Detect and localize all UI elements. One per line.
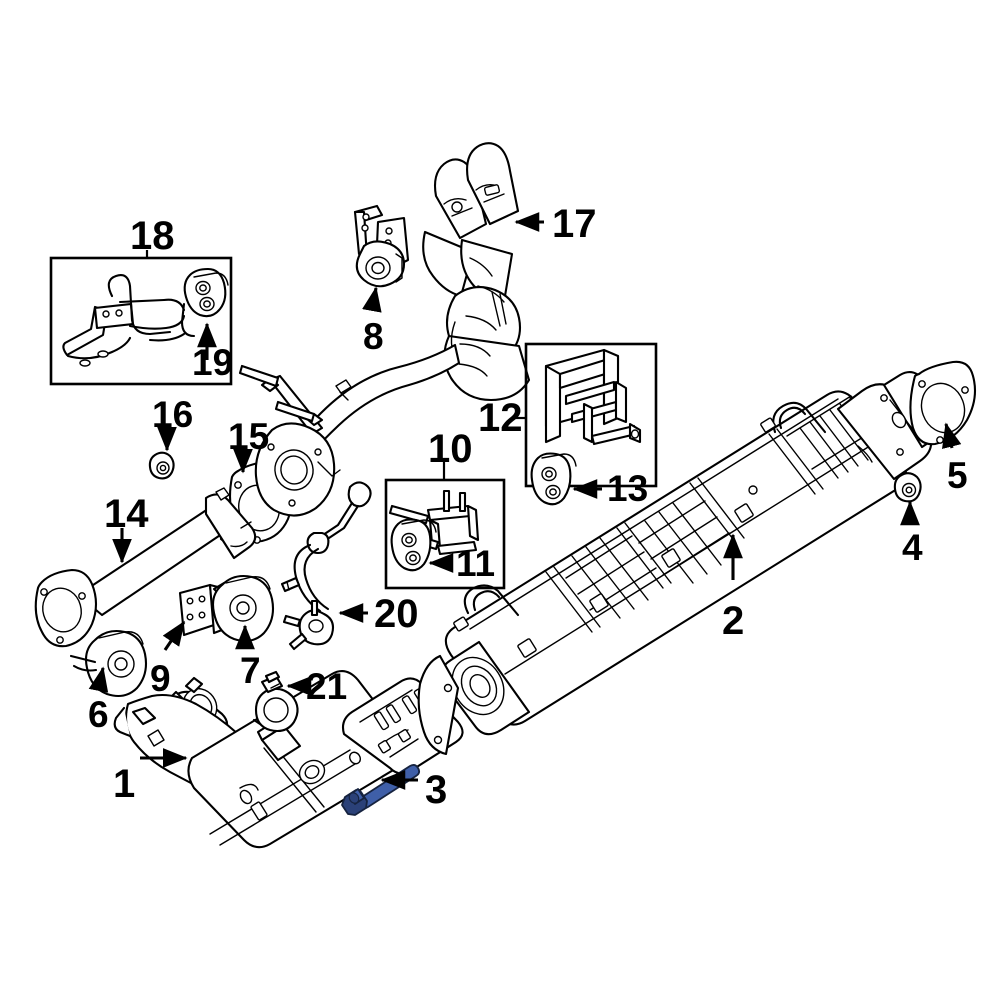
part-5-gasket xyxy=(909,360,977,446)
part-support-bracket xyxy=(238,364,341,517)
part-8-insulator xyxy=(353,204,410,288)
callout-18[interactable]: 18 xyxy=(130,214,175,258)
callout-6[interactable]: 6 xyxy=(88,694,109,735)
part-1-catalyst-assembly xyxy=(113,654,464,849)
callout-13[interactable]: 13 xyxy=(607,468,649,509)
part-2-diesel-particulate-filter xyxy=(440,371,951,736)
callout-11[interactable]: 11 xyxy=(456,543,496,584)
part-7-insulator xyxy=(211,574,275,643)
callout-15[interactable]: 15 xyxy=(228,416,270,457)
part-14-exhaust-pipe xyxy=(34,487,257,648)
callout-5[interactable]: 5 xyxy=(947,455,968,496)
part-16-nut xyxy=(148,451,175,480)
callout-2[interactable]: 2 xyxy=(722,599,745,643)
callout-16[interactable]: 16 xyxy=(152,394,194,435)
callout-10[interactable]: 10 xyxy=(428,427,473,471)
callout-21[interactable]: 21 xyxy=(306,666,348,707)
part-6-insulator xyxy=(69,629,148,698)
callout-3[interactable]: 3 xyxy=(425,768,448,812)
part-12-kit-box xyxy=(524,342,658,506)
callout-20[interactable]: 20 xyxy=(374,592,419,636)
callout-7[interactable]: 7 xyxy=(240,650,261,691)
callout-8[interactable]: 8 xyxy=(363,316,384,357)
part-21-clamp xyxy=(254,670,299,733)
callout-14[interactable]: 14 xyxy=(104,492,149,536)
part-4-nut xyxy=(893,472,922,503)
part-18-kit-box xyxy=(49,256,233,386)
callout-17[interactable]: 17 xyxy=(552,202,597,246)
part-20-sensor-harness xyxy=(280,481,372,651)
callout-1[interactable]: 1 xyxy=(113,762,136,806)
callout-4[interactable]: 4 xyxy=(902,527,923,568)
callout-9[interactable]: 9 xyxy=(150,658,171,699)
callout-19[interactable]: 19 xyxy=(192,342,234,383)
callout-leaders xyxy=(88,212,962,790)
callout-12[interactable]: 12 xyxy=(478,396,523,440)
